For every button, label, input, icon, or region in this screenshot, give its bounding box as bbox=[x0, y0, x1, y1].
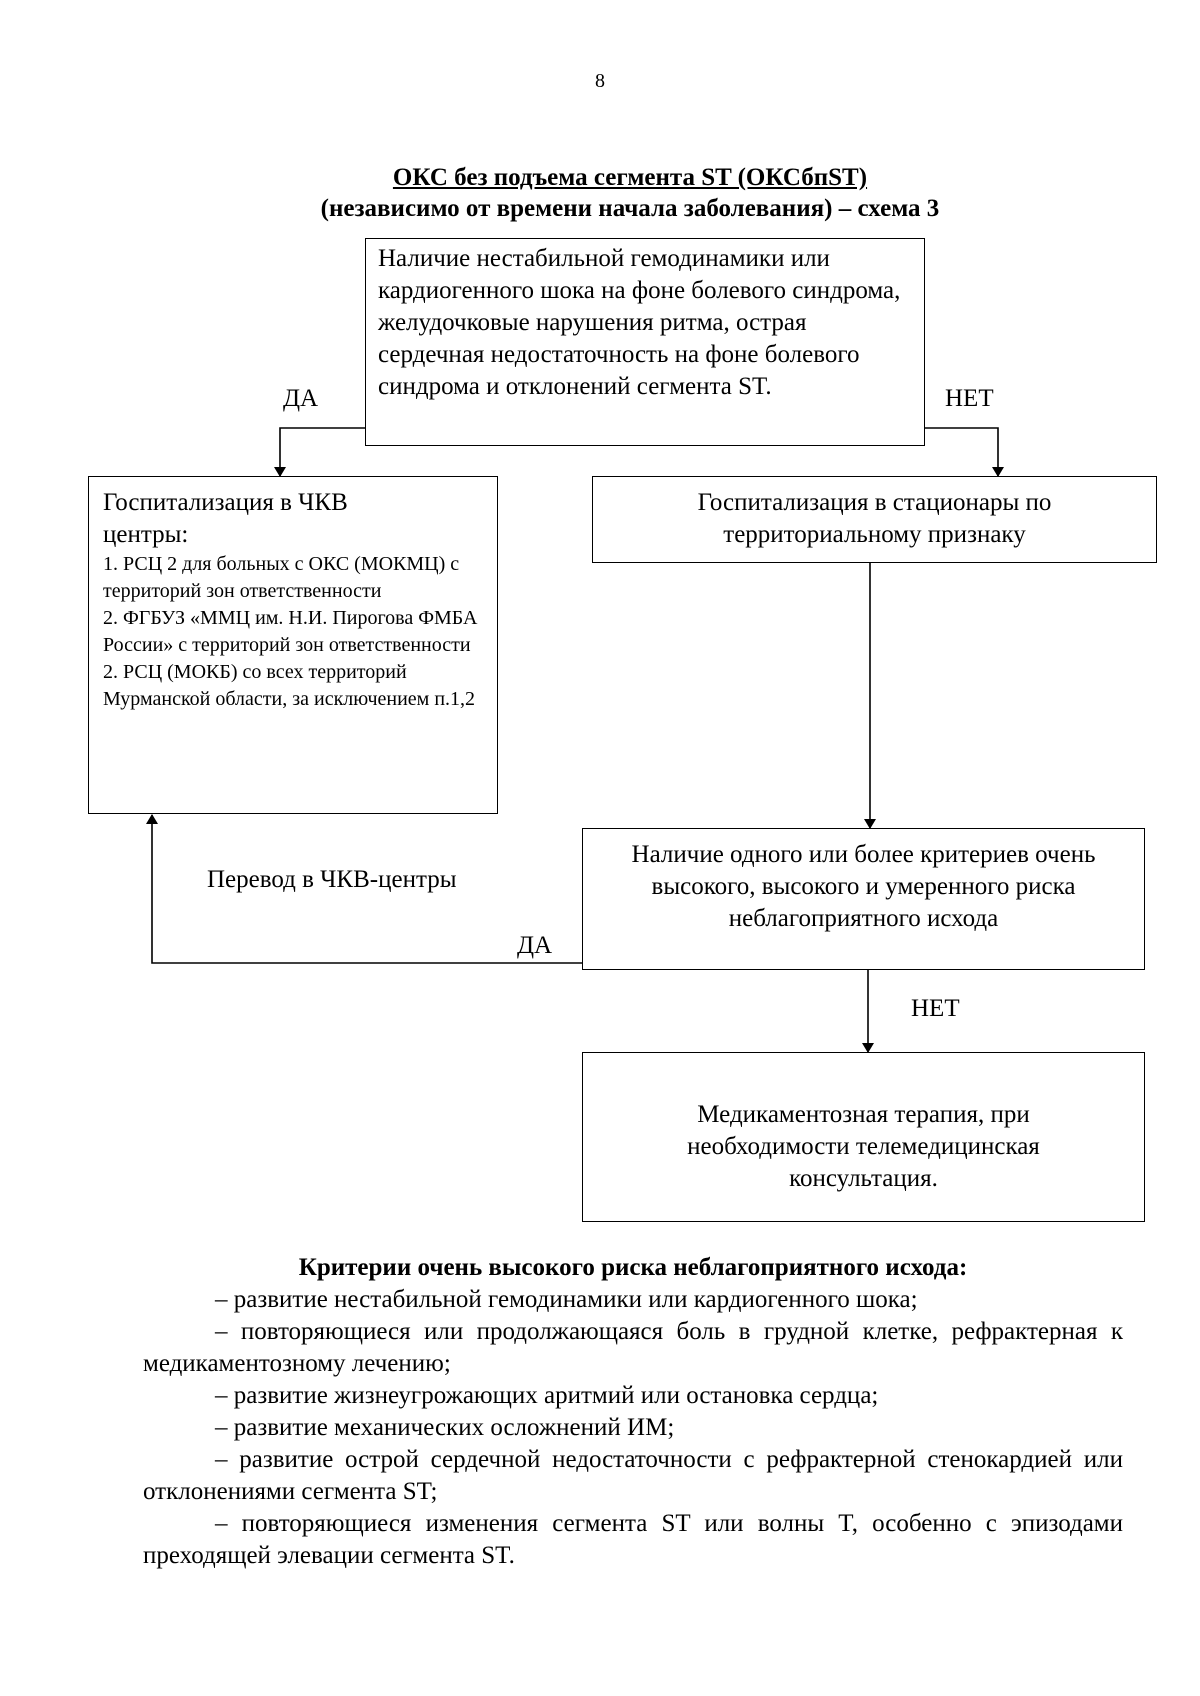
arrow-no-to-territorial bbox=[925, 427, 1004, 477]
start-condition-text: Наличие нестабильной гемодинамики или ка… bbox=[378, 245, 901, 400]
pci-heading-line-1: Госпитализация в ЧКВ bbox=[103, 489, 348, 516]
therapy-text: Медикаментозная терапия, при необходимос… bbox=[687, 1101, 1040, 1192]
territorial-text: Госпитализация в стационары по территори… bbox=[697, 489, 1052, 548]
title-line-1: ОКС без подъема сегмента ST (ОКСбпST) bbox=[0, 164, 1200, 192]
pci-item-1: 1. РСЦ 2 для больных с ОКС (МОКМЦ) с тер… bbox=[103, 553, 460, 602]
yes-label-1: ДА bbox=[283, 385, 319, 412]
criteria-section: Критерии очень высокого риска неблагопри… bbox=[143, 1252, 1123, 1572]
pci-centers-box: Госпитализация в ЧКВ центры: 1. РСЦ 2 дл… bbox=[88, 476, 498, 814]
title-line-1-text: ОКС без подъема сегмента ST (ОКСбпST) bbox=[392, 164, 868, 191]
risk-criteria-box: Наличие одного или более критериев очень… bbox=[582, 828, 1145, 970]
pci-item-3: 2. РСЦ (МОКБ) со всех территорий Мурманс… bbox=[103, 661, 476, 710]
criteria-title: Критерии очень высокого риска неблагопри… bbox=[298, 1254, 968, 1281]
no-label-1: НЕТ bbox=[945, 385, 994, 412]
criteria-item: – повторяющиеся или продолжающаяся боль … bbox=[143, 1318, 1123, 1377]
start-condition-box: Наличие нестабильной гемодинамики или ка… bbox=[365, 238, 925, 446]
risk-criteria-text: Наличие одного или более критериев очень… bbox=[631, 841, 1096, 932]
criteria-item: – развитие острой сердечной недостаточно… bbox=[143, 1446, 1123, 1505]
no-label-2: НЕТ bbox=[911, 995, 960, 1022]
pci-item-2: 2. ФГБУЗ «ММЦ им. Н.И. Пирогова ФМБА Рос… bbox=[103, 607, 478, 656]
transfer-label: Перевод в ЧКВ-центры bbox=[207, 866, 457, 893]
page-number: 8 bbox=[595, 70, 605, 92]
criteria-item: – развитие механических осложнений ИМ; bbox=[215, 1414, 675, 1441]
yes-label-2: ДА bbox=[517, 932, 553, 959]
therapy-box: Медикаментозная терапия, при необходимос… bbox=[582, 1052, 1145, 1222]
criteria-item: – развитие жизнеугрожающих аритмий или о… bbox=[215, 1382, 879, 1409]
title-line-2: (независимо от времени начала заболевани… bbox=[320, 195, 940, 222]
pci-heading-line-2: центры: bbox=[103, 521, 189, 548]
territorial-box: Госпитализация в стационары по территори… bbox=[592, 476, 1157, 563]
arrow-risk-to-pci bbox=[146, 814, 582, 964]
criteria-item: – повторяющиеся изменения сегмента ST ил… bbox=[143, 1510, 1123, 1569]
criteria-item: – развитие нестабильной гемодинамики или… bbox=[215, 1286, 918, 1313]
arrow-yes-to-pci bbox=[274, 427, 365, 477]
